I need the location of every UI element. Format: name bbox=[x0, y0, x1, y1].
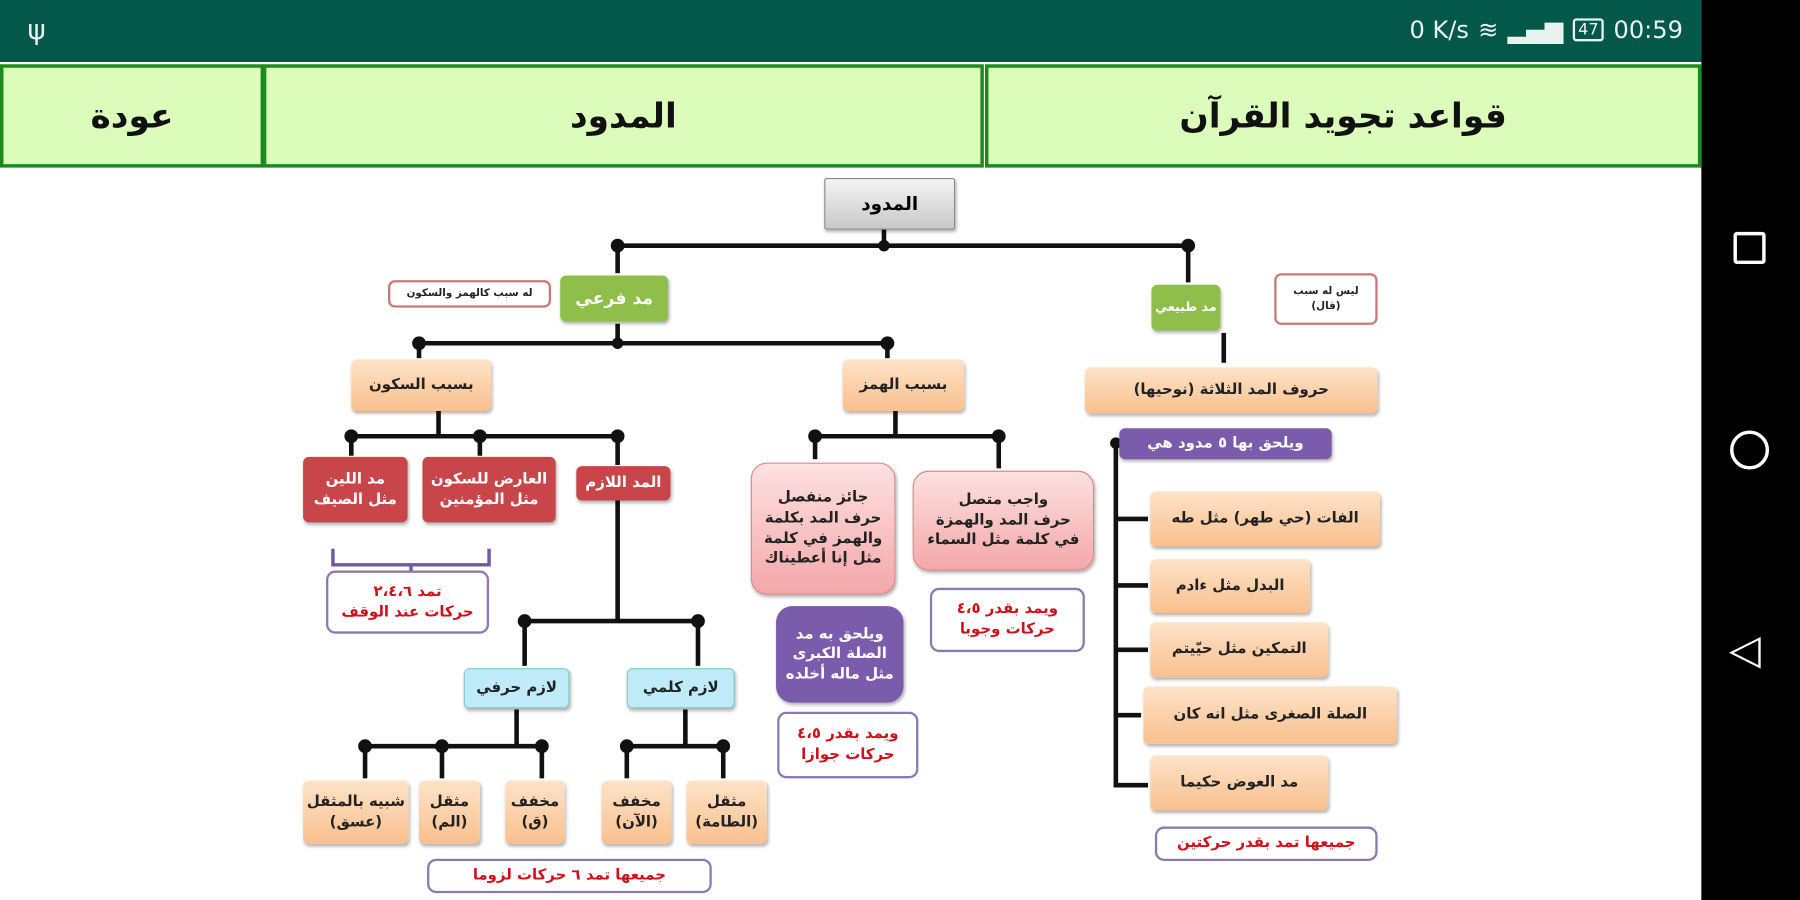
kalimi-item: مثقل (الطامة) bbox=[686, 780, 767, 844]
root-node: المدود bbox=[824, 177, 956, 230]
sila-kubra-node: ويلحق به مد الصلة الكبرى مثل ماله أخلده bbox=[776, 606, 904, 703]
harfi-item: شبيه بالمثقل (عسق) bbox=[303, 780, 409, 844]
tabi3i-attached: ويلحق بها ٥ مدود هي bbox=[1119, 428, 1332, 460]
usb-icon: ψ bbox=[27, 13, 46, 46]
leen-node: مد اللين مثل الصيف bbox=[303, 456, 408, 523]
recent-apps-button[interactable] bbox=[1733, 231, 1766, 265]
tabi3i-item: البدل مثل ءادم bbox=[1150, 559, 1310, 614]
network-speed: 0 K/s bbox=[1409, 16, 1469, 44]
kalimi-item: مخفف (الآن) bbox=[601, 780, 672, 844]
far3i-note: له سبب كالهمز والسكون bbox=[388, 280, 552, 308]
home-button[interactable] bbox=[1730, 430, 1770, 470]
tabi3i-item: مد العوض حكيما bbox=[1150, 755, 1329, 811]
jaiz-node: جائز منفصل حرف المد بكلمة والهمز في كلمة… bbox=[750, 462, 896, 595]
clock: 00:59 bbox=[1613, 16, 1683, 44]
aarid-node: العارض للسكون مثل المؤمنين bbox=[422, 456, 556, 523]
tabi3i-count: جميعها تمد بقدر حركتين bbox=[1154, 826, 1378, 861]
tabi3i-item: التمكين مثل حيّيتم bbox=[1150, 622, 1329, 678]
signal-icon: ▂▄▆ bbox=[1507, 16, 1564, 44]
tabi3i-item: الصلة الصغرى مثل انه كان bbox=[1143, 686, 1398, 744]
jaiz-count: ويمد بقدر ٤،٥ حركات جوازا bbox=[777, 711, 919, 779]
battery-icon: 47 bbox=[1572, 18, 1605, 42]
wajib-count: ويمد بقدر ٤،٥ حركات وجوبا bbox=[929, 587, 1085, 653]
status-bar: ψ 0 K/s ≋ ▂▄▆ 47 00:59 bbox=[0, 0, 1702, 62]
harfi-node: لازم حرفي bbox=[463, 668, 570, 709]
back-button[interactable]: عودة bbox=[0, 64, 265, 168]
back-nav-button[interactable]: ◁ bbox=[1728, 626, 1761, 674]
wajib-node: واجب متصل حرف المد والهمزة في كلمة مثل ا… bbox=[912, 470, 1095, 571]
far3i-node: مد فرعي bbox=[560, 275, 669, 322]
tabi3i-note: ليس له سبب (قال) bbox=[1274, 273, 1378, 325]
app-title: قواعد تجويد القرآن bbox=[984, 64, 1702, 168]
sukun-count: تمد ٢،٤،٦ حركات عند الوقف bbox=[326, 570, 490, 634]
harfi-item: مثقل (الم) bbox=[419, 780, 480, 844]
connector-lines bbox=[331, 229, 1227, 788]
huruf-node: حروف المد الثلاثة (نوحيها) bbox=[1084, 367, 1378, 414]
section-title: المدود bbox=[262, 64, 984, 168]
kalimi-node: لازم كلمي bbox=[626, 668, 735, 709]
lazim-node: المد اللازم bbox=[576, 466, 671, 501]
tabi3i-node: مد طبيعي bbox=[1151, 284, 1221, 331]
harfi-item: مخفف (ق) bbox=[505, 780, 565, 844]
lazim-count: جميعها تمد ٦ حركات لزوما bbox=[427, 858, 712, 894]
tabi3i-item: الفات (حي طهر) مثل طه bbox=[1150, 491, 1380, 547]
wifi-icon: ≋ bbox=[1478, 16, 1499, 44]
navigation-bar: ◁ bbox=[1701, 0, 1800, 900]
sukun-node: بسبب السكون bbox=[351, 359, 492, 411]
hamz-node: بسبب الهمز bbox=[842, 359, 965, 411]
